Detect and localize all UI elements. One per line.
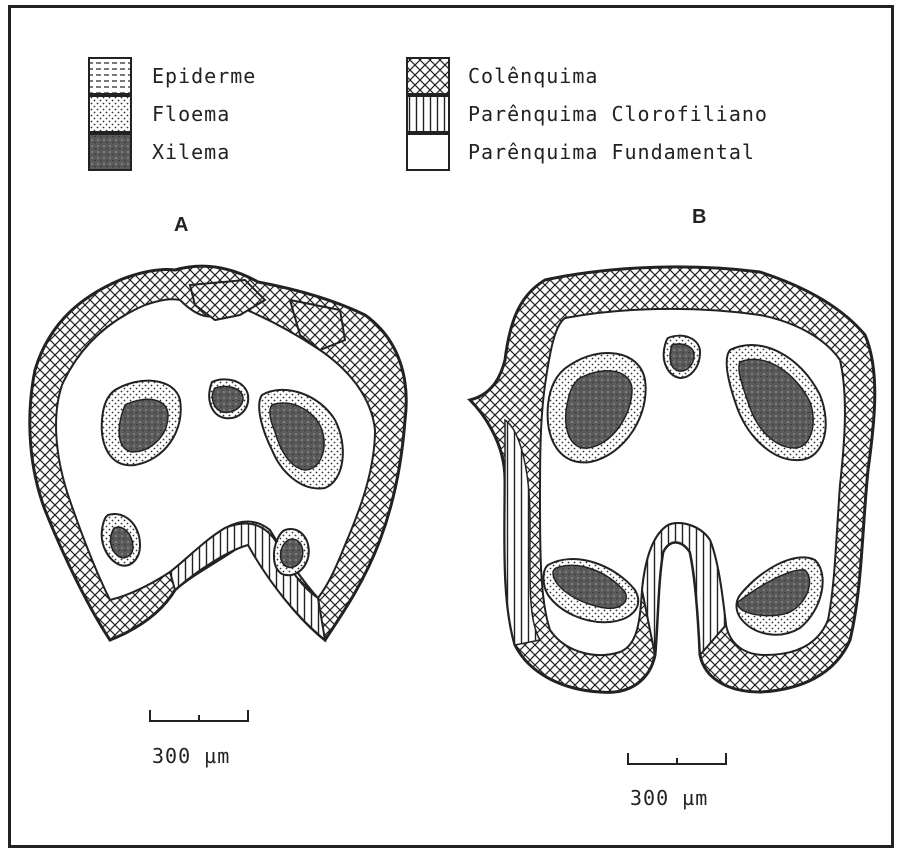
- panel-label-b: B: [692, 206, 706, 229]
- legend-label-clorofiliano: Parênquima Clorofiliano: [468, 102, 768, 126]
- legend-swatch-floema: [89, 96, 131, 132]
- scale-bar-a: [150, 710, 248, 722]
- legend-label-epiderme: Epiderme: [152, 64, 256, 88]
- legend-swatch-xilema: [89, 134, 131, 170]
- section-a-xylem-lower-right: [281, 539, 303, 567]
- section-a-xylem-center: [212, 386, 243, 412]
- legend-label-fundamental: Parênquima Fundamental: [468, 140, 755, 164]
- scale-label-b: 300 µm: [630, 786, 708, 810]
- legend-swatch-colenquima: [407, 58, 449, 94]
- section-b-diagram: [470, 267, 875, 692]
- section-b-xylem-center: [670, 344, 694, 371]
- scale-label-a: 300 µm: [152, 744, 230, 768]
- legend-label-xilema: Xilema: [152, 140, 230, 164]
- legend-swatch-clorofiliano: [407, 96, 449, 132]
- scale-bar-b: [628, 753, 726, 765]
- legend-swatch-fundamental: [407, 134, 449, 170]
- section-a-diagram: [30, 266, 406, 640]
- panel-label-a: A: [174, 214, 188, 237]
- legend-label-floema: Floema: [152, 102, 230, 126]
- legend-swatch-epiderme: [89, 58, 131, 94]
- legend-label-colenquima: Colênquima: [468, 64, 598, 88]
